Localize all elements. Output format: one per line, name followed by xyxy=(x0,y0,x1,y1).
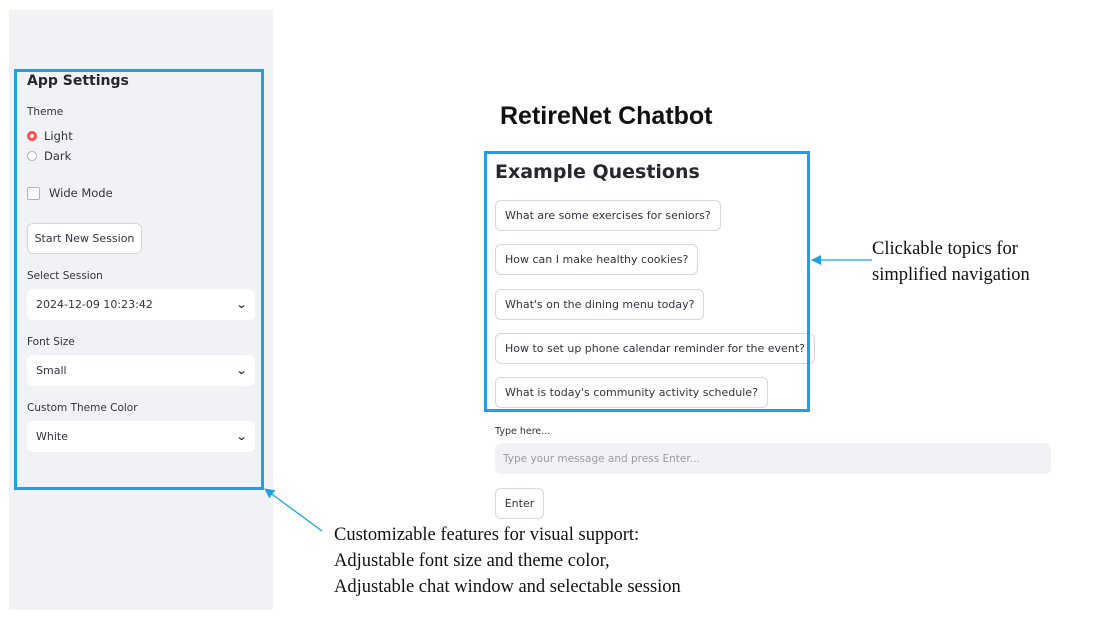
example-questions-title: Example Questions xyxy=(495,161,700,183)
chevron-down-icon: ⌄ xyxy=(235,298,248,311)
examples-highlight-box xyxy=(484,151,810,412)
arrow-to-settings xyxy=(264,488,323,532)
example-question-button[interactable]: How can I make healthy cookies? xyxy=(495,244,699,275)
theme-option-label: Light xyxy=(44,129,73,143)
font-size-select[interactable]: Small ⌄ xyxy=(27,355,255,386)
enter-button[interactable]: Enter xyxy=(495,488,544,519)
theme-label: Theme xyxy=(27,106,64,118)
theme-color-label: Custom Theme Color xyxy=(27,402,138,414)
session-select-value: 2024-12-09 10:23:42 xyxy=(36,298,153,311)
checkbox-icon xyxy=(27,186,40,200)
radio-selected-icon xyxy=(27,131,37,141)
example-question-button[interactable]: What is today's community activity sched… xyxy=(495,377,768,408)
theme-color-value: White xyxy=(36,430,68,443)
annotation-line: Adjustable chat window and selectable se… xyxy=(334,577,681,597)
annotation-clickable-topics: Clickable topics for simplified navigati… xyxy=(872,236,1030,288)
page-title: RetireNet Chatbot xyxy=(500,102,713,130)
font-size-label: Font Size xyxy=(27,336,75,348)
settings-highlight-box xyxy=(14,69,264,490)
annotation-line: simplified navigation xyxy=(872,265,1030,285)
settings-title: App Settings xyxy=(27,73,129,89)
input-label: Type here... xyxy=(495,426,551,437)
theme-option-label: Dark xyxy=(44,149,72,163)
theme-radio-dark[interactable]: Dark xyxy=(27,149,71,163)
select-session-label: Select Session xyxy=(27,270,103,282)
annotation-customizable-features: Customizable features for visual support… xyxy=(334,522,681,600)
chevron-down-icon: ⌄ xyxy=(235,364,248,377)
chat-input[interactable]: Type your message and press Enter... xyxy=(495,443,1051,474)
chevron-down-icon: ⌄ xyxy=(235,430,248,443)
theme-radio-light[interactable]: Light xyxy=(27,129,73,143)
font-size-value: Small xyxy=(36,364,67,377)
example-question-button[interactable]: How to set up phone calendar reminder fo… xyxy=(495,333,815,364)
annotation-line: Clickable topics for xyxy=(872,239,1018,259)
start-new-session-button[interactable]: Start New Session xyxy=(27,223,142,254)
wide-mode-label: Wide Mode xyxy=(49,186,113,200)
radio-unselected-icon xyxy=(27,151,37,161)
annotation-line: Adjustable font size and theme color, xyxy=(334,551,610,571)
session-select[interactable]: 2024-12-09 10:23:42 ⌄ xyxy=(27,289,255,320)
theme-color-select[interactable]: White ⌄ xyxy=(27,421,255,452)
example-question-button[interactable]: What are some exercises for seniors? xyxy=(495,200,721,231)
example-question-button[interactable]: What's on the dining menu today? xyxy=(495,289,705,320)
annotation-line: Customizable features for visual support… xyxy=(334,525,640,545)
wide-mode-checkbox[interactable]: Wide Mode xyxy=(27,186,113,200)
